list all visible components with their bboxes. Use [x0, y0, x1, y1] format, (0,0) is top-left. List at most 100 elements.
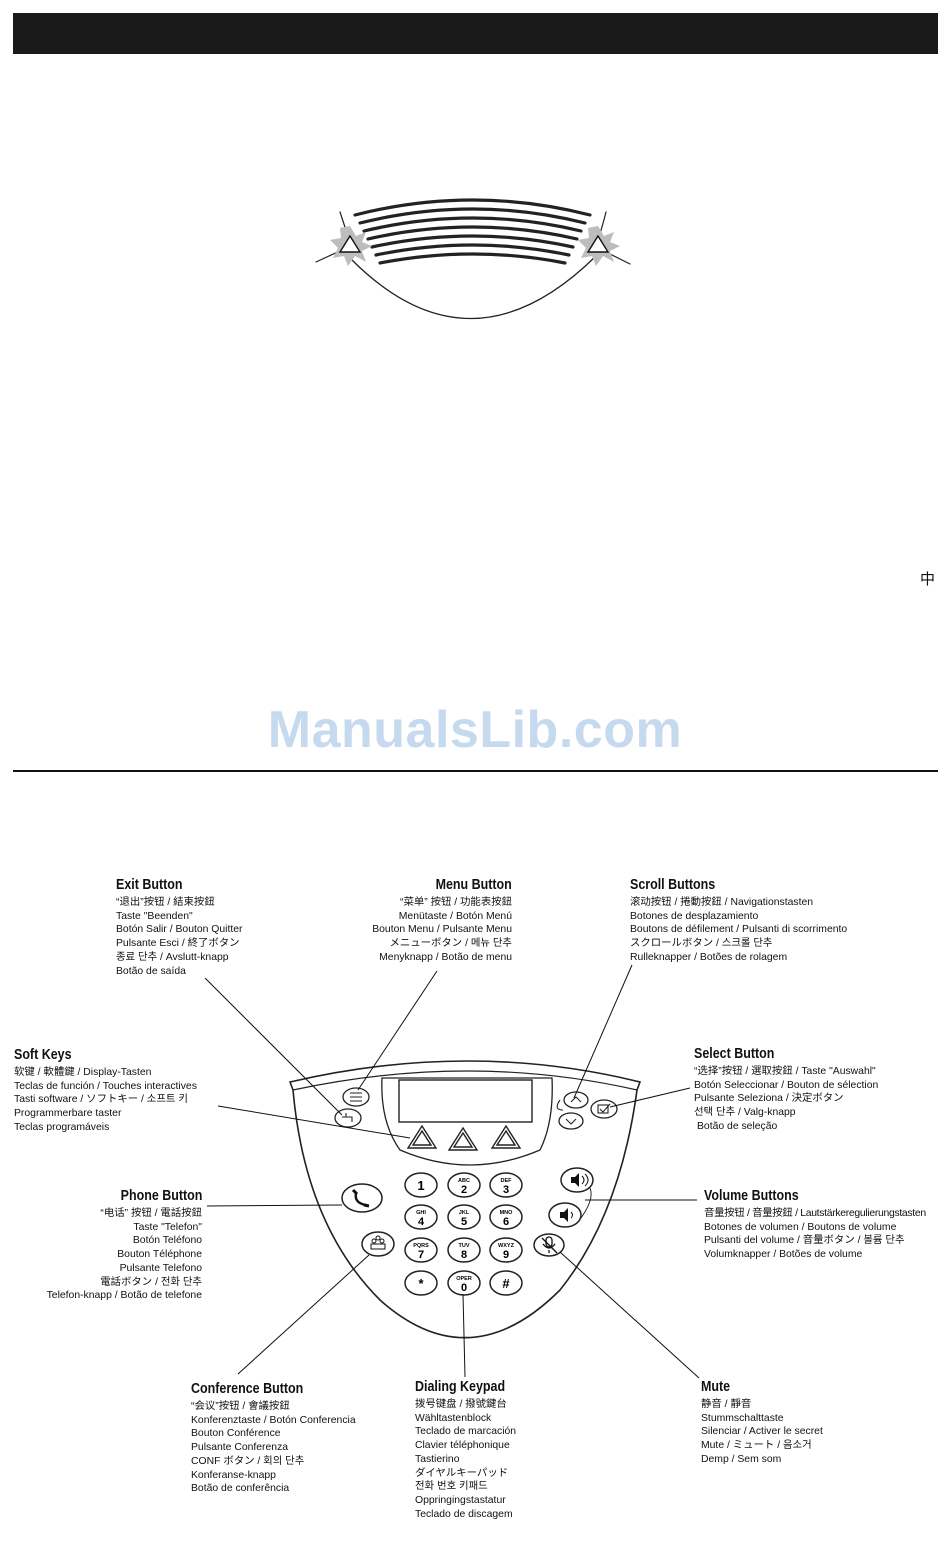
select-button-title: Select Button — [694, 1046, 775, 1062]
side-character: 中 — [920, 570, 936, 588]
scroll-down-button — [558, 1112, 584, 1130]
dial-key-digit: 1 — [417, 1178, 424, 1193]
keypad-line: Oppringingstastatur — [415, 1494, 506, 1506]
menu-button-title: Menu Button — [435, 877, 512, 893]
exit-line: Botón Salir / Bouton Quitter — [116, 924, 243, 936]
menu-line: Menyknapp / Botão de menu — [379, 951, 512, 963]
phone-button-callout: Phone Button “电话” 按钮 / 電話按鈕 Taste "Telef… — [47, 1187, 202, 1303]
select-line: Botón Seleccionar / Bouton de sélection — [694, 1079, 879, 1091]
mute-line: Stummschalttaste — [701, 1412, 784, 1424]
dial-key-digit: 9 — [503, 1249, 509, 1261]
dial-key-letters: JKL — [459, 1210, 470, 1216]
dial-key-shape — [447, 1270, 481, 1296]
exit-button — [334, 1108, 362, 1128]
speaker-loud-icon — [571, 1173, 579, 1187]
dial-key-digit: 5 — [461, 1216, 467, 1228]
volume-line: Pulsanti del volume / 音量ボタン / 볼륨 단추 — [704, 1235, 905, 1247]
keypad-line: ダイヤルキーパッド — [415, 1467, 509, 1479]
conference-button-callout: Conference Button “会议”按钮 / 會議按鈕 Konferen… — [191, 1380, 356, 1496]
dial-key-letters: GHI — [416, 1210, 426, 1216]
menu-line: “菜单” 按钮 / 功能表按鈕 — [400, 897, 512, 908]
keypad-line: 전화 번호 키패드 — [415, 1481, 488, 1493]
keypad-line: Wähltastenblock — [415, 1412, 492, 1424]
header-bar — [13, 13, 938, 54]
dial-key-shape — [447, 1204, 481, 1230]
select-button — [590, 1099, 618, 1119]
menu-line: メニューボタン / 메뉴 단추 — [389, 938, 512, 950]
phone-line: Telefon-knapp / Botão de telefone — [46, 1290, 202, 1302]
dial-key-digit: 7 — [418, 1249, 424, 1261]
dial-key-letters: ABC — [458, 1178, 470, 1184]
speaker-soft-icon — [560, 1208, 568, 1222]
conference-line: Konferenztaste / Botón Conferencia — [191, 1414, 356, 1426]
menu-button-callout: Menu Button “菜单” 按钮 / 功能表按鈕 Menütaste / … — [372, 876, 512, 965]
dial-key-shape — [404, 1237, 438, 1263]
volume-line: Volumknapper / Botões de volume — [704, 1249, 863, 1261]
soft-keys — [406, 1124, 522, 1151]
indicator-light-left-icon — [330, 226, 372, 266]
section-divider — [13, 770, 938, 772]
mute-line: 静音 / 靜音 — [701, 1399, 752, 1410]
scroll-line: Boutons de défilement / Pulsanti di scor… — [630, 924, 848, 936]
softkeys-line: 软键 / 軟體鍵 / Display-Tasten — [14, 1067, 152, 1078]
menu-line: Bouton Menu / Pulsante Menu — [372, 924, 512, 936]
dialing-keypad-title: Dialing Keypad — [415, 1379, 506, 1395]
menu-line: Menütaste / Botón Menú — [398, 910, 512, 922]
conference-line: CONF ボタン / 회의 단추 — [191, 1455, 305, 1467]
dial-key-shape — [404, 1204, 438, 1230]
select-line: “选择”按钮 / 選取按鈕 / Taste "Auswahl" — [694, 1066, 876, 1077]
dial-key-hash[interactable]: # — [489, 1270, 523, 1296]
scroll-line: スクロールボタン / 스크롤 단추 — [630, 938, 773, 950]
indicator-light-right-icon — [578, 226, 620, 266]
scroll-line: 滚动按钮 / 捲動按鈕 / Navigationstasten — [630, 897, 814, 908]
conference-line: Botão de conferência — [191, 1483, 290, 1495]
phone-line: Botón Teléfono — [132, 1235, 202, 1247]
dial-key-1[interactable]: 1 — [404, 1172, 438, 1198]
mute-callout: Mute 静音 / 靜音 Stummschalttaste Silenciar … — [701, 1378, 823, 1467]
keypad-line: 拨号键盘 / 撥號鍵台 — [415, 1399, 507, 1410]
watermark: ManualsLib.com — [267, 701, 683, 759]
dial-key-digit: 3 — [503, 1184, 509, 1196]
scroll-buttons-callout: Scroll Buttons 滚动按钮 / 捲動按鈕 / Navigations… — [630, 876, 847, 965]
dial-key-shape — [404, 1270, 438, 1296]
keypad-line: Tastierino — [415, 1453, 460, 1465]
volume-line: Botones de volumen / Boutons de volume — [704, 1221, 897, 1233]
dial-key-digit: 8 — [461, 1249, 467, 1261]
phone-line: 電話ボタン / 전화 단추 — [100, 1276, 202, 1288]
dial-key-digit: 4 — [418, 1216, 425, 1228]
dial-key-shape — [489, 1237, 523, 1263]
soft-keys-callout: Soft Keys 软键 / 軟體鍵 / Display-Tasten Tecl… — [14, 1046, 197, 1135]
softkeys-line: Teclas programáveis — [14, 1121, 110, 1133]
conference-line: Konferanse-knapp — [191, 1469, 276, 1481]
dial-key-letters: PQRS — [413, 1243, 429, 1249]
softkeys-line: Teclas de función / Touches interactives — [14, 1080, 197, 1092]
exit-line: Taste "Beenden" — [116, 910, 193, 922]
dialing-keypad-callout: Dialing Keypad 拨号键盘 / 撥號鍵台 Wähltastenblo… — [415, 1378, 520, 1521]
keypad-line: Teclado de marcación — [415, 1426, 517, 1438]
phone-button-title: Phone Button — [120, 1188, 202, 1204]
scroll-line: Botones de desplazamiento — [630, 910, 759, 922]
select-line: Botão de seleção — [697, 1120, 778, 1132]
select-line: Pulsante Seleziona / 決定ボタン — [694, 1093, 844, 1105]
conference-line: Bouton Conférence — [191, 1428, 281, 1440]
dial-key-shape — [447, 1237, 481, 1263]
dial-key-letters: OPER — [456, 1276, 472, 1282]
phone-line: Taste "Telefon" — [133, 1221, 202, 1233]
soft-keys-title: Soft Keys — [14, 1047, 72, 1063]
phone-top-illustration — [315, 198, 631, 320]
dial-key-shape — [489, 1204, 523, 1230]
conference-button-title: Conference Button — [191, 1381, 304, 1397]
exit-line: Botão de saída — [116, 965, 186, 977]
dial-key-star[interactable]: * — [404, 1270, 438, 1296]
scroll-buttons-title: Scroll Buttons — [630, 877, 716, 893]
